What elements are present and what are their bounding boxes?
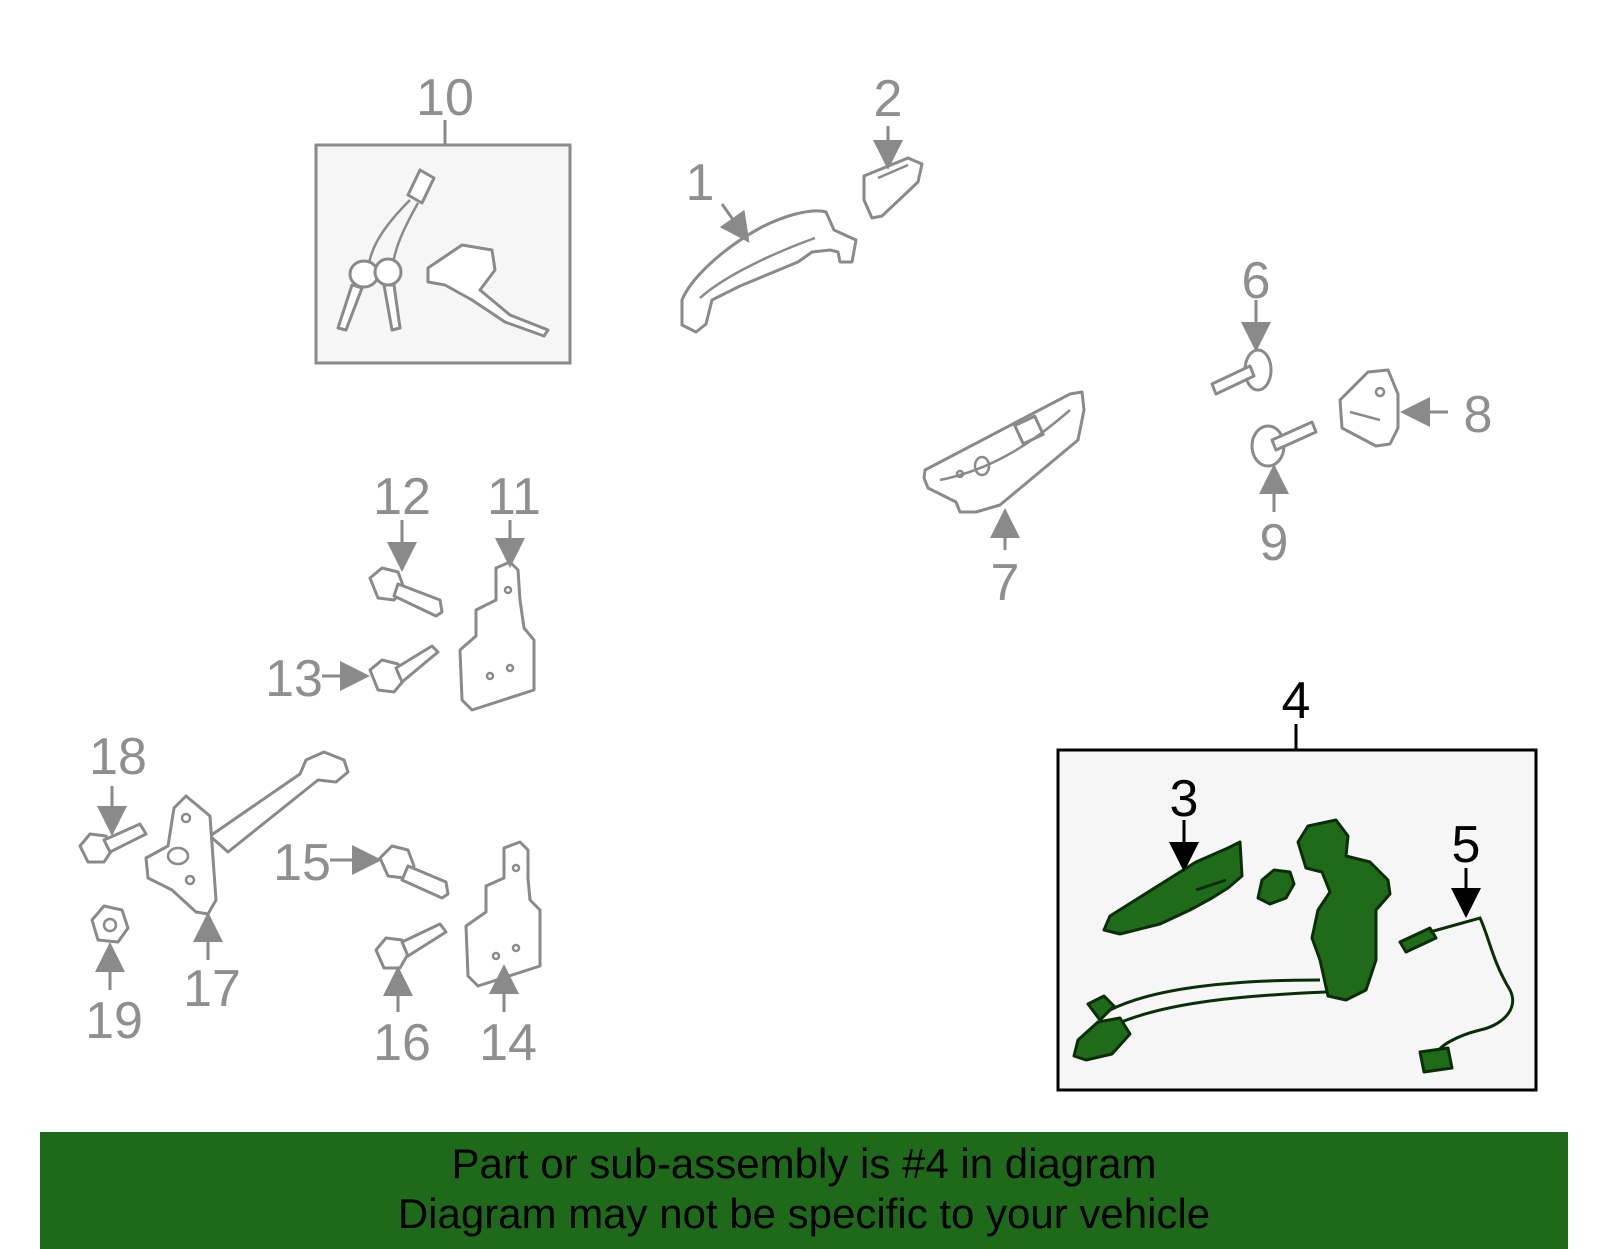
part-13-bolt[interactable] [368,644,440,694]
callout-19: 19 [85,992,143,1050]
part-10-key-cylinder-set[interactable] [314,120,572,365]
callout-16: 16 [373,1014,431,1072]
banner-line-2: Diagram may not be specific to your vehi… [397,1190,1211,1237]
callout-2: 2 [874,70,903,128]
part-12-bolt[interactable] [368,566,444,618]
callout-18: 18 [89,728,147,786]
callout-4: 4 [1282,672,1311,730]
part-9-screw[interactable] [1250,420,1318,468]
part-5-wire-harness[interactable] [1398,916,1515,1074]
part-16-bolt[interactable] [374,922,448,970]
callout-8: 8 [1464,386,1493,444]
info-banner: Part or sub-assembly is #4 in diagram Di… [40,1132,1568,1249]
part-6-screw[interactable] [1210,348,1273,396]
callout-10: 10 [416,69,474,127]
part-14-lower-hinge[interactable] [464,840,542,988]
part-15-bolt[interactable] [378,844,450,900]
callout-14: 14 [479,1014,537,1072]
part-2-handle-cap[interactable] [862,156,924,220]
callout-5: 5 [1452,816,1481,874]
callout-9: 9 [1260,514,1289,572]
callout-12: 12 [373,468,431,526]
callout-6: 6 [1242,252,1271,310]
banner-line-1: Part or sub-assembly is #4 in diagram [451,1140,1157,1187]
callout-15: 15 [273,834,331,892]
part-11-upper-hinge[interactable] [458,560,536,712]
part-19-nut[interactable] [90,904,130,944]
callout-7: 7 [991,554,1020,612]
callout-13: 13 [265,650,323,708]
part-17-door-check[interactable] [144,750,350,916]
callout-17: 17 [183,960,241,1018]
part-8-striker[interactable] [1338,368,1400,448]
callout-3: 3 [1170,770,1199,828]
part-7-handle-bracket[interactable] [922,390,1086,514]
part-18-bolt[interactable] [78,822,148,864]
parts-diagram: 10 1 2 7 6 9 8 [78,69,1538,1092]
part-1-outside-handle[interactable] [680,209,858,334]
part-4-lock-assembly[interactable] [1056,724,1538,1092]
callout-11: 11 [487,468,541,526]
callout-1: 1 [686,154,715,212]
